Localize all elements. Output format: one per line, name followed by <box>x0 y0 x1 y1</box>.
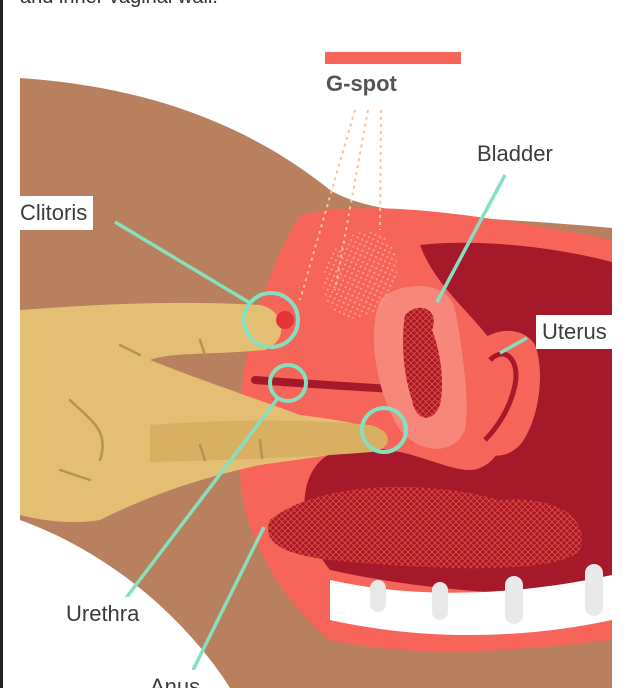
gspot-label: G-spot <box>326 71 397 97</box>
uterus-label: Uterus <box>536 315 613 349</box>
vertebra-2 <box>432 582 448 620</box>
right-margin <box>612 0 625 688</box>
vertebra-1 <box>370 580 386 612</box>
left-border <box>0 0 3 688</box>
vertebra-3 <box>505 576 523 624</box>
gspot-accent-bar <box>325 52 461 64</box>
anus-label: Anus <box>144 670 206 688</box>
bladder-label: Bladder <box>471 139 559 169</box>
clitoris-label: Clitoris <box>14 196 93 230</box>
vertebra-4 <box>585 564 603 616</box>
clitoris-dot <box>276 311 294 329</box>
urethra-label: Urethra <box>60 597 145 631</box>
